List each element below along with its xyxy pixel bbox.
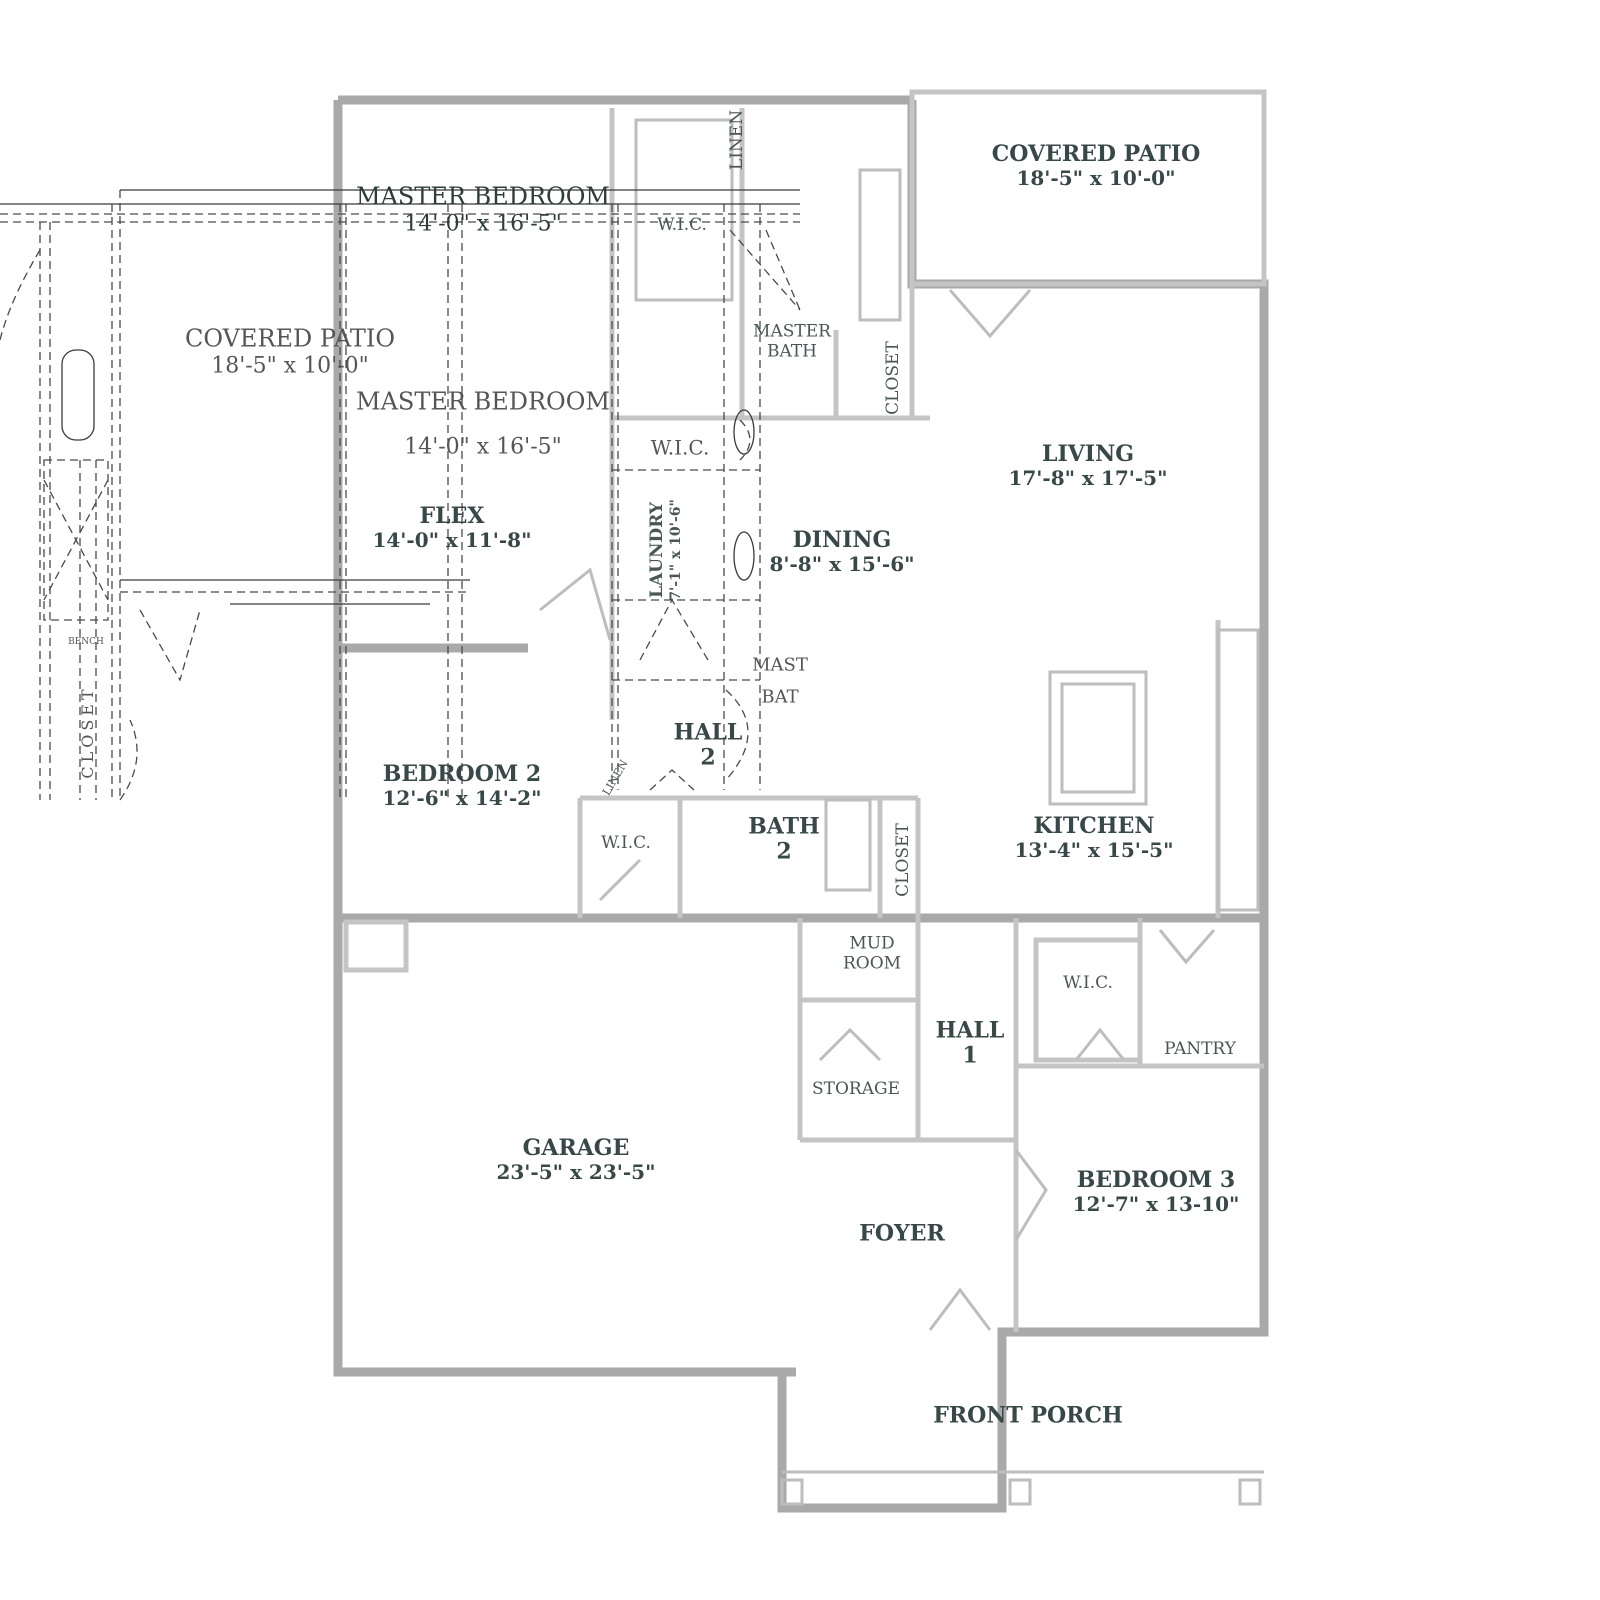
bedroom-2-dims: 12'-6" x 14'-2" — [382, 786, 542, 811]
overlay-closet-partial-label: CLOSET — [77, 685, 97, 779]
covered-patio-dims: 18'-5" x 10'-0" — [1016, 166, 1176, 191]
linen-label: LINEN — [727, 109, 748, 171]
front-porch-label: FRONT PORCH — [933, 1402, 1123, 1429]
overlay-master-bedroom-name: MASTER BEDROOM — [356, 387, 610, 416]
master-closet-label: CLOSET — [883, 341, 904, 415]
flex-name: FLEX — [419, 502, 485, 529]
mud-room-label: MUD ROOM — [842, 933, 902, 973]
fixtures — [539, 118, 1264, 1506]
living-dims: 17'-8" x 17'-5" — [1008, 466, 1168, 491]
bedroom-2-label: BEDROOM 2 12'-6" x 14'-2" — [382, 760, 542, 811]
hall-1-label: HALL 1 — [935, 1017, 1005, 1069]
overlay-covered-patio-label: COVERED PATIO 18'-5" x 10'-0" — [184, 324, 396, 379]
bedroom-3-name: BEDROOM 3 — [1076, 1166, 1236, 1193]
kitchen-dims: 13'-4" x 15'-5" — [1014, 838, 1174, 863]
covered-patio-name: COVERED PATIO — [991, 140, 1201, 167]
bedroom-3-dims: 12'-7" x 13-10" — [1072, 1192, 1240, 1217]
kitchen-name: KITCHEN — [1033, 812, 1155, 839]
bedroom-3-wic-label: W.I.C. — [1063, 973, 1113, 994]
overlay-ghost-drawing — [0, 189, 801, 801]
bath-2-label: BATH 2 — [748, 813, 820, 865]
living-label: LIVING 17'-8" x 17'-5" — [1008, 440, 1168, 491]
overlay-master-bedroom-dims: 14'-0" x 16'-5" — [404, 434, 562, 460]
overlay-master-bath-partial-label: MAST BAT — [752, 654, 808, 708]
bedroom-2-wic-label: W.I.C. — [601, 833, 651, 854]
master-bedroom-dims: 14'-0" x 16'-5" — [404, 211, 562, 237]
bedroom-2-name: BEDROOM 2 — [382, 760, 542, 787]
garage-name: GARAGE — [522, 1134, 630, 1161]
dining-dims: 8'-8" x 15'-6" — [769, 552, 915, 577]
overlay-wic-label: W.I.C. — [650, 435, 710, 460]
overlay-covered-patio-name: COVERED PATIO — [184, 324, 396, 353]
foyer-label: FOYER — [859, 1220, 945, 1247]
master-bedroom-label: MASTER BEDROOM 14'-0" x 16'-5" — [356, 182, 610, 237]
overlay-covered-patio-dims: 18'-5" x 10'-0" — [211, 353, 369, 379]
covered-patio-label: COVERED PATIO 18'-5" x 10'-0" — [991, 140, 1201, 191]
garage-label: GARAGE 23'-5" x 23'-5" — [496, 1134, 656, 1185]
hall-closet-label: CLOSET — [893, 823, 914, 897]
bedroom-3-label: BEDROOM 3 12'-7" x 13-10" — [1072, 1166, 1240, 1217]
garage-dims: 23'-5" x 23'-5" — [496, 1160, 656, 1185]
flex-dims: 14'-0" x 11'-8" — [372, 528, 532, 553]
master-bath-label: MASTER BATH — [753, 321, 831, 361]
laundry-dims: 7'-1" x 10'-6" — [667, 499, 684, 601]
exterior-walls — [333, 89, 1269, 1513]
laundry-label: LAUNDRY 7'-1" x 10'-6" — [647, 499, 684, 601]
pantry-label: PANTRY — [1164, 1039, 1236, 1060]
overlay-bench-label: BENCH — [68, 636, 104, 647]
flex-label: FLEX 14'-0" x 11'-8" — [372, 502, 532, 553]
master-bedroom-name: MASTER BEDROOM — [356, 182, 610, 211]
storage-label: STORAGE — [812, 1079, 900, 1100]
master-wic-label: W.I.C. — [657, 215, 707, 236]
overlay-master-bedroom-label: MASTER BEDROOM 14'-0" x 16'-5" — [356, 387, 610, 460]
hall-2-label: HALL 2 — [673, 719, 743, 771]
laundry-name: LAUNDRY — [647, 502, 668, 598]
living-name: LIVING — [1041, 440, 1135, 467]
dining-name: DINING — [792, 526, 892, 553]
interior-walls — [338, 108, 1264, 1332]
kitchen-label: KITCHEN 13'-4" x 15'-5" — [1014, 812, 1174, 863]
dining-label: DINING 8'-8" x 15'-6" — [769, 526, 915, 577]
